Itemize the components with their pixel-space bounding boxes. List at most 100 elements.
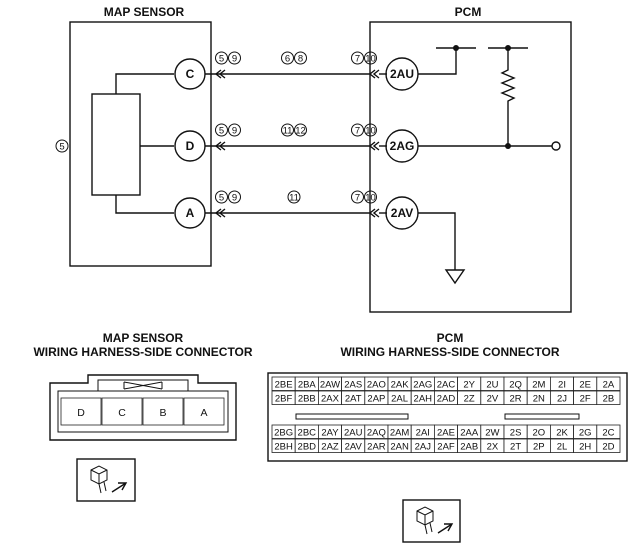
ref-circle: 11 bbox=[281, 123, 294, 137]
svg-text:C: C bbox=[186, 67, 195, 81]
svg-text:2AX: 2AX bbox=[321, 393, 340, 404]
svg-text:2AB: 2AB bbox=[460, 441, 478, 452]
connector-view-icon bbox=[76, 458, 136, 502]
pcm-connector-pin: 2U bbox=[480, 376, 505, 391]
pcm-connector-pin: 2AH bbox=[410, 390, 435, 405]
svg-text:2AG: 2AG bbox=[413, 379, 432, 390]
ground-symbol bbox=[444, 269, 466, 285]
svg-text:C: C bbox=[118, 407, 126, 419]
svg-text:9: 9 bbox=[232, 54, 237, 65]
svg-text:2T: 2T bbox=[510, 441, 521, 452]
map-sensor-title: MAP SENSOR bbox=[104, 5, 185, 19]
pcm-box bbox=[369, 21, 572, 313]
pcm-connector bbox=[267, 372, 628, 462]
pcm-connector-pin: 2AB bbox=[457, 438, 482, 453]
pcm-2au-wire bbox=[418, 48, 457, 75]
pcm-title: PCM bbox=[455, 5, 482, 19]
pcm-connector-pin: 2S bbox=[503, 424, 528, 439]
svg-text:2AL: 2AL bbox=[391, 393, 408, 404]
ref-circle: 7 bbox=[351, 51, 364, 65]
pcm-connector-pin: 2AC bbox=[433, 376, 458, 391]
wire-c-2au bbox=[205, 69, 387, 79]
map-sensor-box bbox=[69, 21, 212, 267]
ref-circle: 7 bbox=[351, 190, 364, 204]
svg-text:A: A bbox=[186, 206, 195, 220]
svg-text:9: 9 bbox=[232, 193, 237, 204]
svg-text:5: 5 bbox=[219, 54, 224, 65]
pcm-connector-pin: 2Y bbox=[457, 376, 482, 391]
svg-text:2H: 2H bbox=[579, 441, 591, 452]
svg-text:2R: 2R bbox=[510, 393, 522, 404]
map-sensor-element bbox=[91, 93, 141, 196]
svg-text:5: 5 bbox=[219, 126, 224, 137]
svg-text:7: 7 bbox=[355, 193, 360, 204]
pcm-connector-title-line1: PCM bbox=[437, 331, 464, 345]
pcm-connector-pin: 2BH bbox=[271, 438, 296, 453]
ref-circle: 11 bbox=[287, 190, 301, 204]
svg-text:2AD: 2AD bbox=[437, 393, 456, 404]
map-connector-pin-a: A bbox=[183, 397, 225, 426]
svg-text:2W: 2W bbox=[485, 427, 499, 438]
ref-circle-side: 5 bbox=[55, 139, 69, 153]
pcm-connector-pin: 2AK bbox=[387, 376, 412, 391]
svg-text:2BD: 2BD bbox=[298, 441, 317, 452]
wire-d-2ag bbox=[205, 141, 387, 151]
ref-circle: 6 bbox=[281, 51, 294, 65]
pcm-connector-pin: 2AQ bbox=[364, 424, 389, 439]
ref-circle: 9 bbox=[228, 123, 241, 137]
sensor-pin-d: D bbox=[174, 130, 206, 162]
ref-circle: 12 bbox=[294, 123, 307, 137]
sensor-pin-a: A bbox=[174, 197, 206, 229]
sensor-pin-c: C bbox=[174, 58, 206, 90]
pcm-connector-pin: 2BC bbox=[294, 424, 319, 439]
svg-text:2AI: 2AI bbox=[416, 427, 430, 438]
pcm-connector-pin: 2AP bbox=[364, 390, 389, 405]
svg-text:2N: 2N bbox=[533, 393, 545, 404]
svg-text:2C: 2C bbox=[602, 427, 614, 438]
svg-text:D: D bbox=[186, 139, 195, 153]
svg-text:2X: 2X bbox=[487, 441, 499, 452]
svg-text:2Z: 2Z bbox=[464, 393, 475, 404]
svg-text:2AC: 2AC bbox=[437, 379, 456, 390]
svg-text:2AO: 2AO bbox=[367, 379, 386, 390]
map-connector-title-line2: WIRING HARNESS-SIDE CONNECTOR bbox=[33, 345, 252, 359]
svg-text:2BB: 2BB bbox=[298, 393, 316, 404]
svg-text:2AT: 2AT bbox=[345, 393, 362, 404]
pcm-connector-pin: 2AE bbox=[433, 424, 458, 439]
pcm-pin-2av: 2AV bbox=[385, 196, 419, 230]
svg-text:2AU: 2AU bbox=[344, 427, 363, 438]
svg-text:2AG: 2AG bbox=[390, 139, 415, 153]
svg-text:2AH: 2AH bbox=[414, 393, 433, 404]
pcm-connector-pin: 2BE bbox=[271, 376, 296, 391]
svg-text:7: 7 bbox=[355, 54, 360, 65]
svg-text:7: 7 bbox=[355, 126, 360, 137]
connector-view-icon bbox=[402, 499, 461, 543]
pcm-connector-pin: 2AG bbox=[410, 376, 435, 391]
pcm-connector-pin: 2F bbox=[573, 390, 598, 405]
svg-text:B: B bbox=[159, 407, 166, 419]
pcm-connector-title-line2: WIRING HARNESS-SIDE CONNECTOR bbox=[340, 345, 559, 359]
svg-text:2AN: 2AN bbox=[390, 441, 409, 452]
svg-text:11: 11 bbox=[289, 193, 299, 204]
pcm-connector-pin: 2AM bbox=[387, 424, 412, 439]
map-connector-pin-b: B bbox=[142, 397, 184, 426]
svg-text:2BG: 2BG bbox=[274, 427, 293, 438]
pcm-connector-pin: 2AY bbox=[317, 424, 342, 439]
ref-circle: 9 bbox=[228, 190, 241, 204]
svg-text:2AR: 2AR bbox=[367, 441, 386, 452]
svg-text:2O: 2O bbox=[532, 427, 545, 438]
svg-text:2K: 2K bbox=[556, 427, 568, 438]
pcm-connector-pin: 2BB bbox=[294, 390, 319, 405]
svg-text:2AU: 2AU bbox=[390, 67, 414, 81]
svg-text:D: D bbox=[77, 407, 85, 419]
svg-text:2U: 2U bbox=[486, 379, 498, 390]
pcm-pin-2au: 2AU bbox=[385, 57, 419, 91]
pcm-connector-pin: 2AI bbox=[410, 424, 435, 439]
svg-text:5: 5 bbox=[219, 193, 224, 204]
pcm-connector-pin: 2AW bbox=[317, 376, 342, 391]
svg-text:6: 6 bbox=[285, 54, 290, 65]
pcm-2av-wire bbox=[418, 212, 456, 270]
